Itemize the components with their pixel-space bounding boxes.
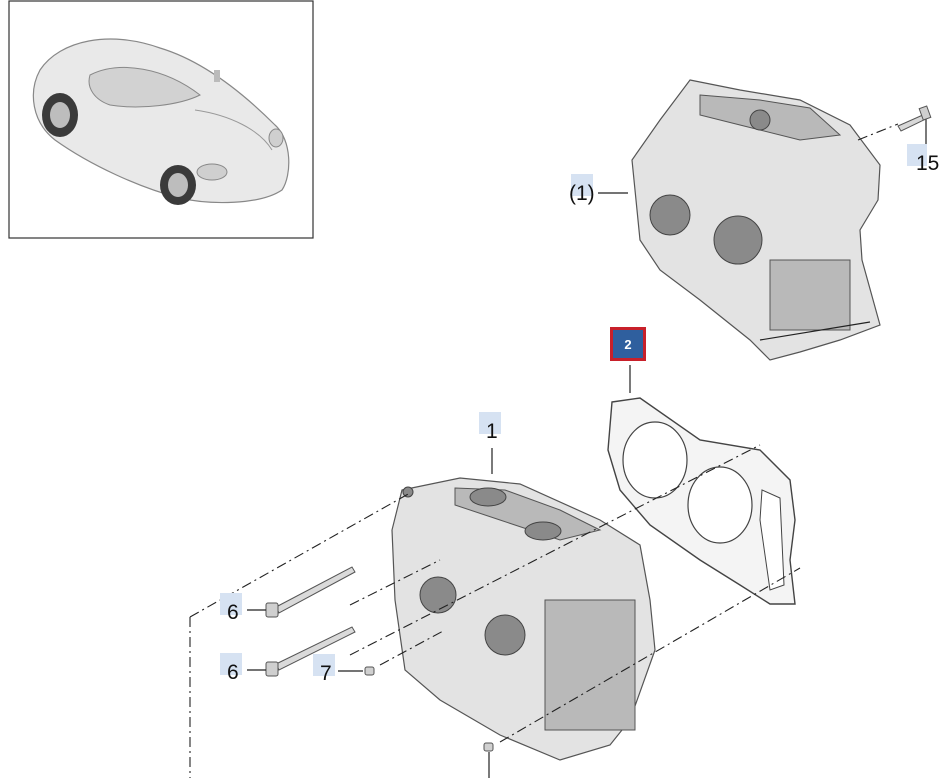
cylinder-head[interactable] <box>391 477 656 761</box>
callout-1-text: 1 <box>486 420 498 443</box>
cylinder-head-reference[interactable] <box>631 79 881 361</box>
callout-15[interactable]: 15 <box>907 144 939 175</box>
car-illustration <box>32 38 290 205</box>
callout-2-selected[interactable]: 2 <box>610 327 646 361</box>
axis-15 <box>857 123 899 141</box>
callout-7-text: 7 <box>320 662 332 685</box>
vehicle-thumbnail[interactable] <box>8 0 314 239</box>
callout-6-upper[interactable]: 6 <box>220 593 242 624</box>
callout-2-text: 2 <box>624 336 632 352</box>
bolt-7[interactable] <box>364 666 375 676</box>
callout-7[interactable]: 7 <box>313 654 335 685</box>
bolt-lower-small[interactable] <box>483 742 494 778</box>
callout-6-lower-text: 6 <box>227 661 239 684</box>
callout-1[interactable]: 1 <box>479 412 501 443</box>
head-gasket[interactable] <box>607 397 796 605</box>
callout-6-lower[interactable]: 6 <box>220 653 242 684</box>
bolt-6-upper[interactable] <box>265 566 356 618</box>
callout-1-paren-text: (1) <box>569 182 595 205</box>
bolt-6-lower[interactable] <box>265 626 356 677</box>
callout-6-upper-text: 6 <box>227 601 239 624</box>
callout-15-text: 15 <box>916 152 939 175</box>
callout-1-paren[interactable]: (1) <box>569 174 595 205</box>
bolt-15[interactable] <box>897 105 932 132</box>
